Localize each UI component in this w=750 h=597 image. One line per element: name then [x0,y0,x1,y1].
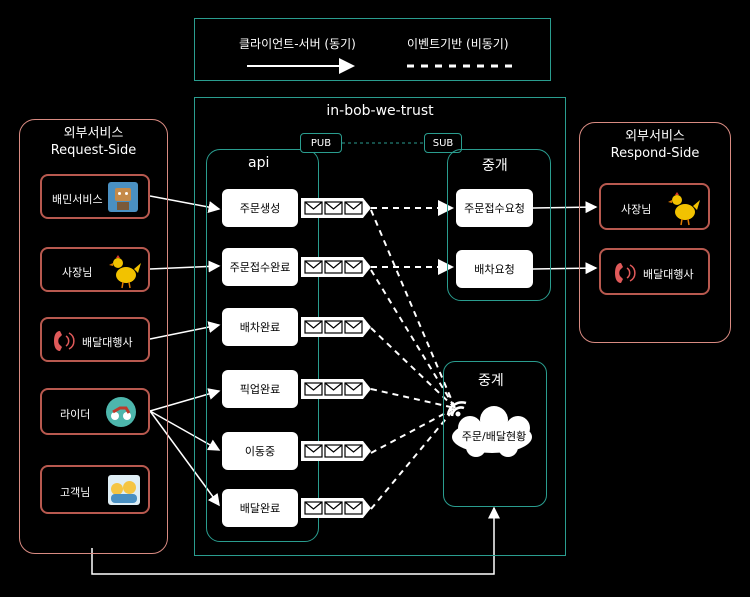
api-order-accepted[interactable]: 주문접수완료 [222,248,298,286]
arrow-rider-to-pickup [149,388,221,412]
arrow-owner-to-order-accepted [149,260,221,273]
wifi-signal-icon [446,401,467,417]
event-order-create-to-status [370,209,456,409]
api-dispatch-complete[interactable]: 배차완료 [222,308,298,346]
arrow-rider-to-delivered [149,410,220,507]
api-order-create[interactable]: 주문생성 [222,189,298,227]
legend-sync-label: 클라이언트-서버 (동기) [239,37,356,51]
message-queue-icon [301,257,371,277]
message-queue-icon [301,198,371,218]
respond-owner-label: 사장님 [621,203,652,216]
respond-delivery-agency[interactable]: 배달대행사 [599,248,710,295]
chicken-icon [109,255,141,289]
relay-top-title: 중개 [482,158,508,174]
request-rider[interactable]: 라이더 [40,388,150,435]
customers-icon [108,475,140,505]
request-rider-label: 라이더 [60,408,91,421]
request-side-title-2: Request-Side [50,143,137,158]
request-customer[interactable]: 고객님 [40,465,150,514]
respond-owner[interactable]: 사장님 [599,183,710,230]
phone-icon [54,331,75,351]
arrow-customer-to-relay [91,506,500,575]
arrow-rider-to-moving [149,410,221,451]
api-pickup-complete[interactable]: 픽업완료 [222,370,298,408]
request-side-box [19,119,168,554]
relay-top-box [447,149,551,301]
robot-icon [108,182,138,212]
message-queue-icon [301,379,371,399]
message-queue-icon [301,317,371,337]
scooter-icon [106,397,136,427]
request-delivery-agency-label: 배달대행사 [82,336,133,349]
request-owner[interactable]: 사장님 [40,247,150,292]
request-owner-label: 사장님 [62,266,93,279]
event-accepted-to-status [370,269,456,409]
respond-side-title-2: Respond-Side [610,146,700,161]
api-box [206,149,319,542]
relay-bottom-title: 중계 [478,373,504,389]
cloud-label: 주문/배달현황 [461,430,527,443]
arrow-baemin-to-order-create [149,195,221,213]
event-pickup-to-status [370,388,456,409]
respond-side-title-1: 외부서비스 [625,129,685,144]
pub-tag: PUB [300,133,342,153]
request-side-title-1: 외부서비스 [63,126,124,141]
request-baemin[interactable]: 배민서비스 [40,174,150,219]
arrow-relay-to-owner [532,201,598,214]
arrow-agency-to-dispatch [149,321,221,340]
message-queue-icon [301,441,371,461]
api-delivery-complete[interactable]: 배달완료 [222,489,298,527]
arrow-relay-to-agency [532,262,598,275]
relay-dispatch-request[interactable]: 배차요청 [456,250,533,288]
respond-delivery-agency-label: 배달대행사 [643,268,694,281]
respond-side-box [579,122,731,343]
legend-box: 클라이언트-서버 (동기) 이벤트기반 (비동기) [194,18,551,81]
chicken-icon [668,192,700,226]
api-title: api [248,155,270,171]
legend-lines [247,58,517,74]
relay-bottom-box [443,361,547,507]
relay-order-accept-request[interactable]: 주문접수요청 [456,189,533,227]
event-dispatch-to-status [370,327,456,409]
legend-async-label: 이벤트기반 (비동기) [407,37,509,51]
request-delivery-agency[interactable]: 배달대행사 [40,317,150,362]
main-title: in-bob-we-trust [326,103,434,119]
request-customer-label: 고객님 [60,486,91,499]
cloud-icon [452,406,532,457]
sub-tag: SUB [424,133,462,153]
phone-icon [615,263,636,283]
request-baemin-label: 배민서비스 [52,193,103,206]
api-moving[interactable]: 이동중 [222,432,298,470]
message-queue-icon [301,498,371,518]
main-system-box [194,97,566,556]
event-moving-to-status [370,407,456,454]
